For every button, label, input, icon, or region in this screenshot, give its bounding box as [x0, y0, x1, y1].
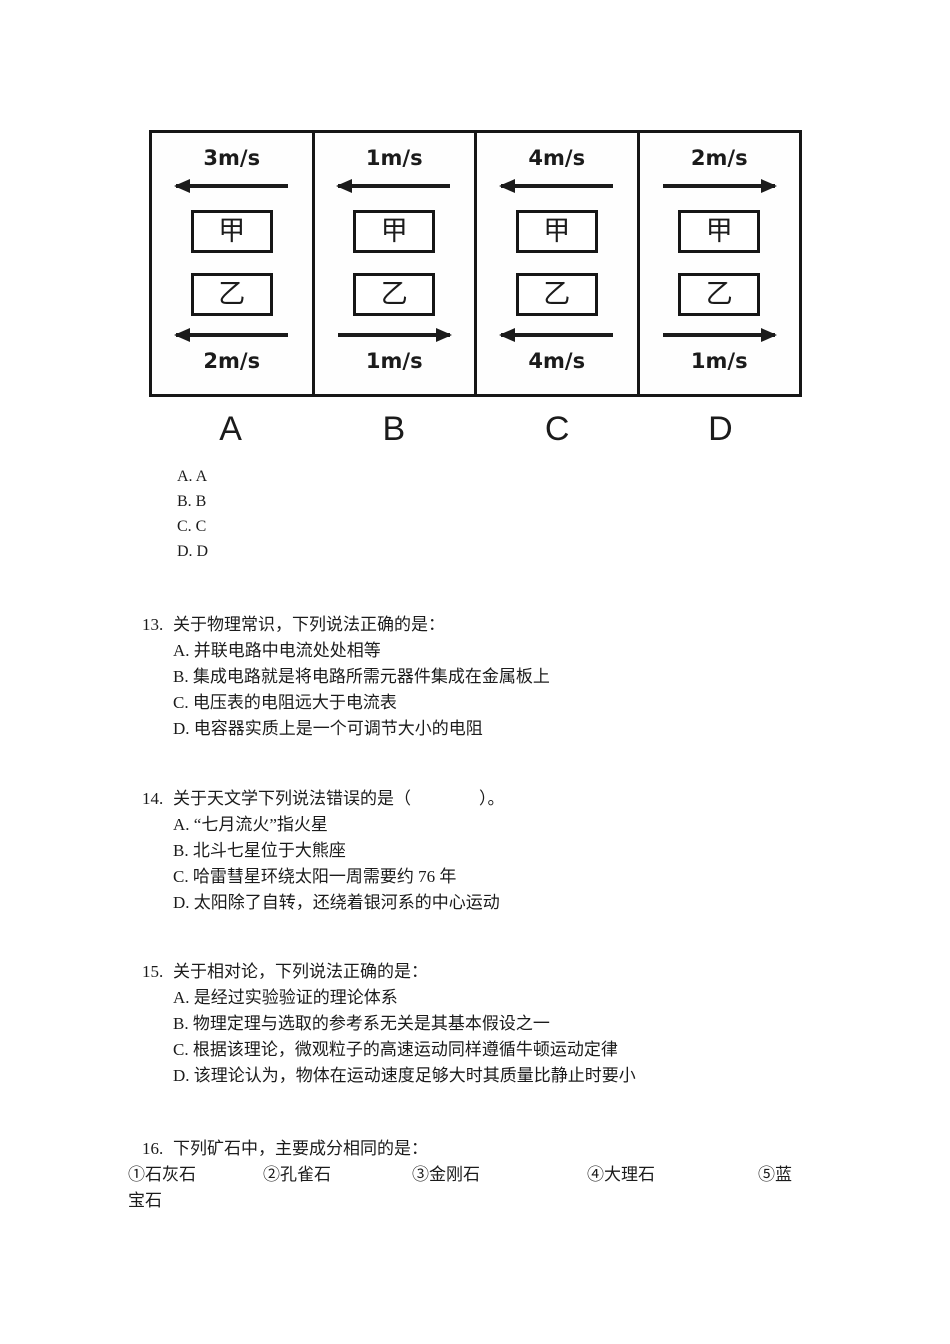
- question-options: A. “七月流火”指火星 B. 北斗七星位于大熊座 C. 哈雷彗星环绕太阳一周需要约…: [142, 812, 842, 916]
- question-15: 15. 关于相对论，下列说法正确的是： A. 是经过实验验证的理论体系 B. 物理定…: [142, 959, 842, 1089]
- mineral-item: ③金刚石: [412, 1165, 480, 1184]
- question-options: A. 是经过实验验证的理论体系 B. 物理定理与选取的参考系无关是其基本假设之一 C…: [142, 985, 842, 1089]
- question-option: A. 是经过实验验证的理论体系: [173, 988, 398, 1007]
- question-number: 16.: [142, 1139, 164, 1158]
- object-box-jia: 甲: [678, 210, 761, 253]
- question-stem: 关于物理常识，下列说法正确的是：: [173, 615, 445, 634]
- top-speed-label: 1m/s: [365, 146, 423, 170]
- diagram-panel: 3m/s 甲 乙 2m/s: [152, 133, 312, 394]
- top-speed-label: 3m/s: [203, 146, 261, 170]
- question-16: 16. 下列矿石中，主要成分相同的是：: [142, 1136, 842, 1162]
- question-option: B. 集成电路就是将电路所需元器件集成在金属板上: [173, 667, 550, 686]
- panel-label-B: B: [382, 410, 406, 448]
- diagram-panel: 1m/s 甲 乙 1m/s: [311, 133, 475, 394]
- question-stem-line: 15. 关于相对论，下列说法正确的是：: [142, 959, 842, 985]
- object-box-yi: 乙: [353, 273, 436, 316]
- bottom-velocity-arrow-icon: [663, 333, 776, 337]
- question-number: 15.: [142, 962, 164, 981]
- question-option: C. 电压表的电阻远大于电流表: [173, 693, 397, 712]
- question-option: D. 电容器实质上是一个可调节大小的电阻: [173, 719, 483, 738]
- answer-options-list: A. A B. B C. C D. D: [177, 464, 208, 564]
- bottom-velocity-arrow-icon: [175, 333, 288, 337]
- panel-label-C: C: [544, 410, 570, 448]
- bottom-velocity-arrow-icon: [500, 333, 613, 337]
- question-stem: 下列矿石中，主要成分相同的是：: [173, 1139, 428, 1158]
- mineral-wrap-line: 宝石: [128, 1191, 162, 1210]
- answer-option: C. C: [177, 518, 207, 535]
- question-option: B. 物理定理与选取的参考系无关是其基本假设之一: [173, 1014, 550, 1033]
- object-box-yi: 乙: [515, 273, 598, 316]
- panel-label-A: A: [219, 410, 242, 448]
- top-speed-label: 4m/s: [528, 146, 586, 170]
- question-option: B. 北斗七星位于大熊座: [173, 841, 346, 860]
- question-stem-line: 14. 关于天文学下列说法错误的是（ ）。: [142, 786, 842, 812]
- question-option: D. 太阳除了自转，还绕着银河系的中心运动: [173, 893, 500, 912]
- mineral-item: ⑤蓝: [758, 1165, 792, 1184]
- bottom-speed-label: 4m/s: [528, 349, 586, 373]
- question-stem: 关于天文学下列说法错误的是（ ）。: [173, 789, 505, 808]
- object-box-yi: 乙: [678, 273, 761, 316]
- bottom-speed-label: 1m/s: [365, 349, 423, 373]
- question-option: A. 并联电路中电流处处相等: [173, 641, 381, 660]
- velocity-diagram: 3m/s 甲 乙 2m/s 1m/s 甲 乙 1m/s 4m/s 甲 乙 4m/…: [149, 130, 802, 397]
- question-options: A. 并联电路中电流处处相等 B. 集成电路就是将电路所需元器件集成在金属板上 C.…: [142, 638, 842, 742]
- question-option: C. 根据该理论，微观粒子的高速运动同样遵循牛顿运动定律: [173, 1040, 618, 1059]
- mineral-items-row: ①石灰石 ②孔雀石 ③金刚石 ④大理石 ⑤蓝: [128, 1162, 848, 1188]
- top-velocity-arrow-icon: [500, 184, 613, 188]
- question-option: D. 该理论认为，物体在运动速度足够大时其质量比静止时要小: [173, 1066, 636, 1085]
- question-stem-line: 13. 关于物理常识，下列说法正确的是：: [142, 612, 842, 638]
- bottom-velocity-arrow-icon: [338, 333, 451, 337]
- panel-label-D: D: [708, 410, 733, 448]
- question-stem-line: 16. 下列矿石中，主要成分相同的是：: [142, 1136, 842, 1162]
- object-box-yi: 乙: [190, 273, 273, 316]
- object-box-jia: 甲: [353, 210, 436, 253]
- question-option: C. 哈雷彗星环绕太阳一周需要约 76 年: [173, 867, 457, 886]
- object-box-jia: 甲: [515, 210, 598, 253]
- top-velocity-arrow-icon: [663, 184, 776, 188]
- diagram-panel: 2m/s 甲 乙 1m/s: [636, 133, 800, 394]
- top-speed-label: 2m/s: [690, 146, 748, 170]
- question-number: 14.: [142, 789, 164, 808]
- mineral-item: ①石灰石: [128, 1165, 196, 1184]
- answer-option: B. B: [177, 493, 207, 510]
- mineral-item: ④大理石: [587, 1165, 655, 1184]
- question-stem: 关于相对论，下列说法正确的是：: [173, 962, 428, 981]
- object-box-jia: 甲: [190, 210, 273, 253]
- question-13: 13. 关于物理常识，下列说法正确的是： A. 并联电路中电流处处相等 B. 集成电…: [142, 612, 842, 742]
- question-14: 14. 关于天文学下列说法错误的是（ ）。 A. “七月流火”指火星 B. 北斗七星…: [142, 786, 842, 916]
- bottom-speed-label: 2m/s: [203, 349, 261, 373]
- top-velocity-arrow-icon: [175, 184, 288, 188]
- question-number: 13.: [142, 615, 164, 634]
- bottom-speed-label: 1m/s: [690, 349, 748, 373]
- answer-option: D. D: [177, 543, 209, 560]
- question-option: A. “七月流火”指火星: [173, 815, 328, 834]
- top-velocity-arrow-icon: [338, 184, 451, 188]
- panel-labels-row: A B C D: [149, 406, 802, 452]
- mineral-item: ②孔雀石: [263, 1165, 331, 1184]
- answer-option: A. A: [177, 468, 208, 485]
- diagram-panel: 4m/s 甲 乙 4m/s: [474, 133, 637, 394]
